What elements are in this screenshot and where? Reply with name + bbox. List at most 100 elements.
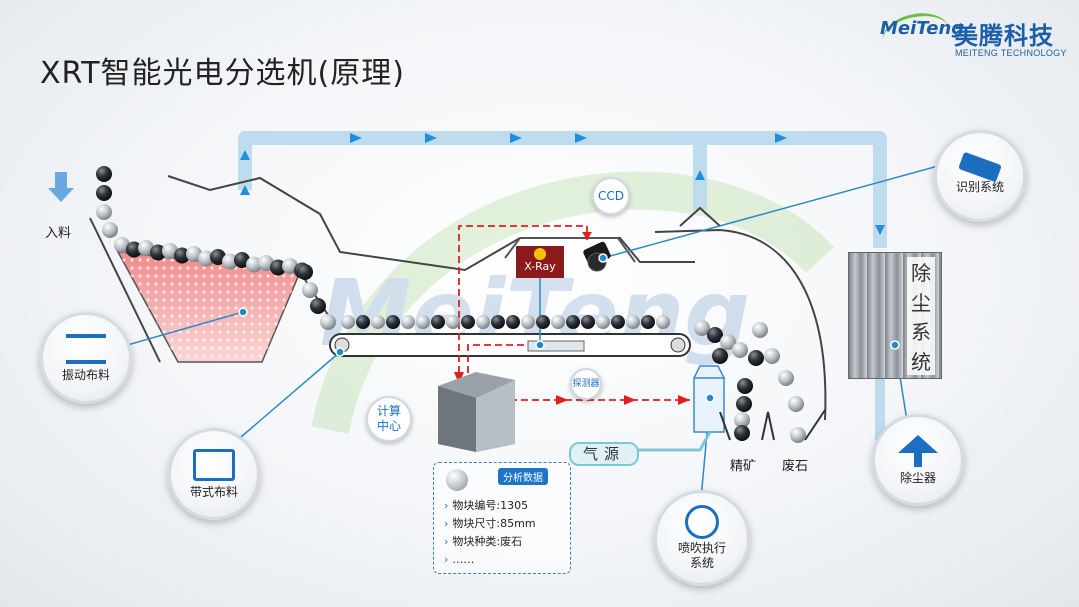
ore-particle (341, 315, 355, 329)
ore-particle (732, 342, 748, 358)
analysis-list: ›物块编号:1305 ›物块尺寸:85mm ›物块种类:废石 ›…… (444, 497, 536, 569)
ore-particle (102, 222, 118, 238)
ore-particle (126, 241, 142, 258)
jet-exec-label-2: 系统 (689, 556, 714, 570)
ore-particle (310, 298, 326, 314)
ore-particle (581, 315, 595, 329)
ore-particle (356, 315, 370, 329)
recognition-label: 识别系统 (955, 179, 1004, 194)
ore-particle (712, 348, 728, 364)
ore-particle (778, 370, 794, 386)
ore-particle (551, 315, 565, 329)
logo-en: MEITENG TECHNOLOGY (955, 48, 1067, 58)
ore-particle (536, 315, 550, 329)
ore-particle (270, 259, 286, 276)
ore-particle (96, 204, 112, 220)
concentrate-label: 精矿 (730, 459, 757, 474)
ore-particle (734, 412, 750, 428)
ore-particle (186, 246, 202, 262)
analysis-item: ›…… (444, 553, 475, 566)
signal-arrows (454, 232, 690, 405)
camera-icon (958, 151, 1002, 182)
splitter (761, 411, 775, 441)
vibrating-feed-label: 振动布料 (61, 367, 110, 382)
ore-particle (258, 255, 274, 271)
ore-particle (506, 315, 520, 329)
ore-particle (162, 243, 178, 259)
callout-jet-execution: 喷吹执行 系统 (654, 490, 750, 586)
ccd-label: CCD (598, 188, 624, 203)
fan-icon (685, 505, 719, 539)
xray-label: X-Ray (524, 260, 556, 273)
detector-badge: 探测器 (570, 368, 602, 400)
analysis-data-panel: 分析数据 ›物块编号:1305 ›物块尺寸:85mm ›物块种类:废石 ›…… (433, 462, 571, 574)
ore-particle (461, 315, 475, 329)
analysis-item: ›物块尺寸:85mm (444, 517, 536, 530)
computer-server (438, 372, 515, 452)
callout-belt-feed: 带式布料 (168, 428, 260, 520)
ore-particle (476, 315, 490, 329)
callout-vibrating-feed: 振动布料 (40, 312, 132, 404)
analysis-item: ›物块编号:1305 (444, 499, 529, 512)
dust-char-2: 尘 (911, 290, 931, 315)
ore-particle (566, 315, 580, 329)
callout-dust-remover: 除尘器 (872, 414, 964, 506)
belt-icon (193, 448, 235, 481)
detector-label: 探测器 (572, 378, 600, 389)
ore-particle (210, 249, 226, 265)
ore-particle (96, 185, 112, 201)
ore-particle (302, 282, 318, 298)
ore-particle (174, 247, 190, 264)
ore-particle (320, 314, 336, 330)
ore-particle (707, 327, 723, 343)
ore-particle (234, 252, 250, 268)
ore-particle (694, 320, 710, 336)
ore-particle (386, 315, 400, 329)
ore-sample (446, 469, 468, 491)
xray-source: X-Ray (516, 246, 564, 278)
dust-remover-icon (898, 434, 938, 453)
ore-particle (446, 315, 460, 329)
dust-collection-system: 除 尘 系 统 (848, 252, 942, 379)
ore-particle (138, 240, 154, 256)
ore-particle (431, 315, 445, 329)
logo-cn: 美腾科技 (954, 22, 1054, 50)
ore-particle (656, 315, 670, 329)
ore-particle (596, 315, 610, 329)
sensor-housing (504, 237, 636, 263)
ore-particle (752, 322, 768, 338)
dust-char-3: 系 (911, 320, 931, 345)
ore-particle (150, 244, 166, 261)
callout-recognition: 识别系统 (934, 130, 1026, 222)
company-logo: MeiTeng 美腾科技 MEITENG TECHNOLOGY (878, 7, 1070, 66)
dust-char-4: 统 (911, 349, 931, 374)
ore-particle (246, 256, 262, 273)
page-title: XRT智能光电分选机(原理) (40, 56, 405, 91)
pipe-arrows (240, 133, 885, 235)
gas-source: 气源 (569, 442, 639, 466)
logo-mark: MeiTeng (880, 18, 965, 39)
ore-particle (734, 425, 750, 441)
dust-remover-stem (914, 452, 922, 467)
ore-particle (297, 264, 313, 280)
analysis-item: ›物块种类:废石 (444, 535, 523, 548)
compute-label-1: 计算 (376, 404, 401, 418)
ore-particle (626, 315, 640, 329)
radiation-icon (534, 248, 546, 260)
ore-particle (491, 315, 505, 329)
dust-char-1: 除 (911, 261, 931, 286)
compute-label-2: 中心 (376, 419, 401, 433)
ore-particle (790, 427, 806, 443)
ore-particle (737, 378, 753, 394)
compute-badge: 计算 中心 (366, 396, 412, 442)
ore-particle (736, 396, 752, 412)
ore-particle (611, 315, 625, 329)
feed-arrow (48, 172, 74, 202)
ore-particle (788, 396, 804, 412)
ore-particle (416, 315, 430, 329)
feed-label: 入料 (45, 226, 72, 241)
jet-exec-label-1: 喷吹执行 (677, 541, 726, 555)
ore-particle (282, 258, 298, 274)
